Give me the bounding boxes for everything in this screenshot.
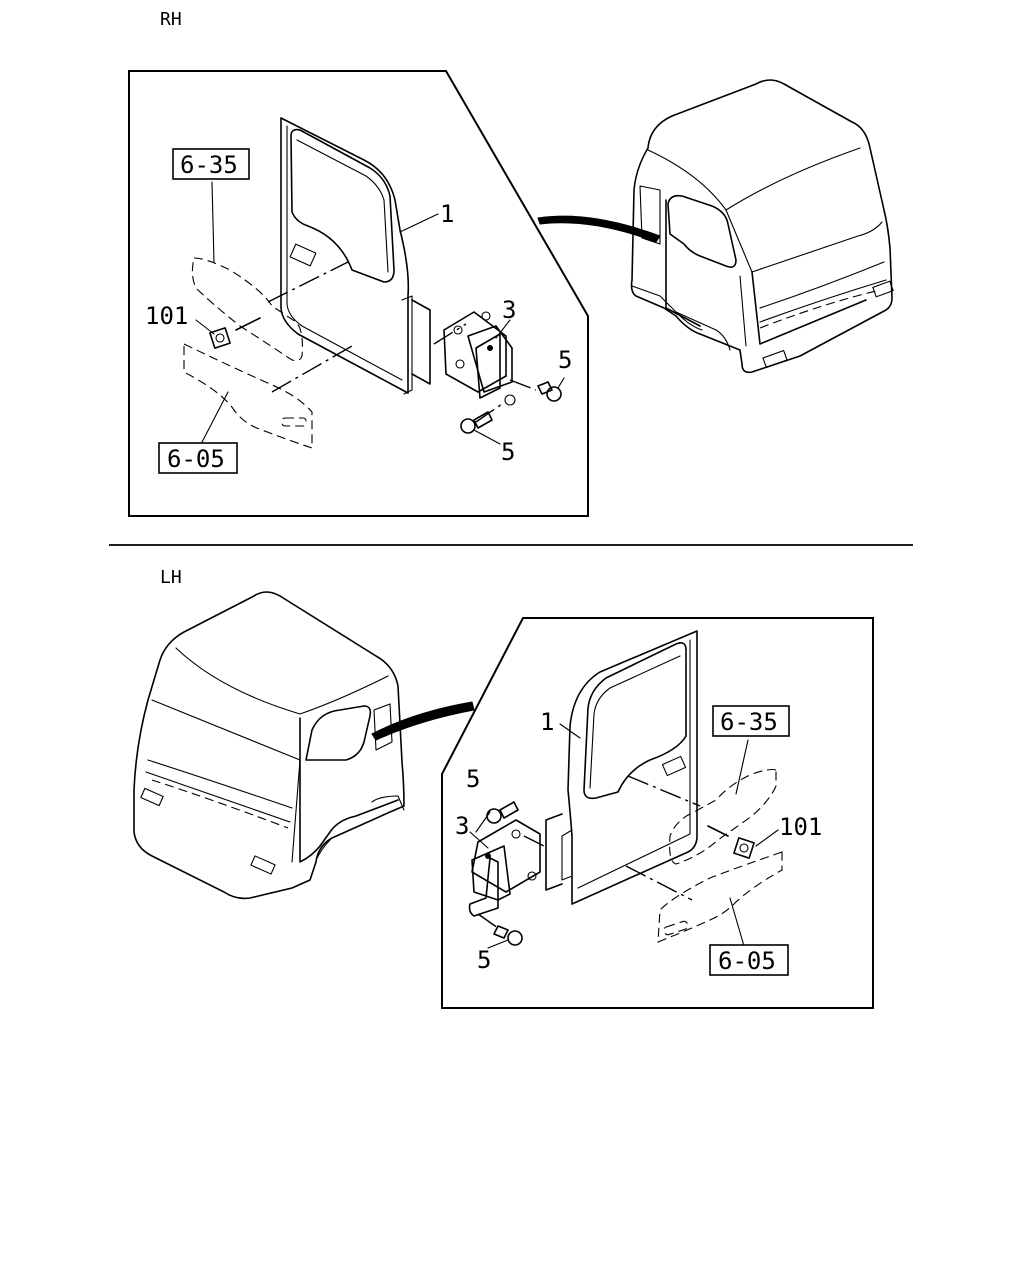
rh-callout-door: 1 [440, 200, 454, 228]
lh-arrow [371, 701, 475, 741]
lh-ref-box-upper: 6-35 [712, 705, 790, 737]
rh-ref-lower-label: 6-05 [167, 445, 225, 473]
rh-callout-clip: 101 [145, 302, 188, 330]
lh-callout-hinge: 3 [455, 812, 469, 840]
lh-ref-box-lower: 6-05 [709, 944, 789, 976]
lh-section: LH [133, 567, 874, 1009]
lh-bolt-lower [493, 925, 523, 946]
lh-ref-upper-label: 6-35 [720, 708, 778, 736]
rh-callout-bolt-upper: 5 [558, 346, 572, 374]
rh-ref-box-upper: 6-35 [172, 148, 250, 180]
rh-ref-box-lower: 6-05 [158, 442, 238, 474]
lh-trim-lower [657, 851, 783, 943]
lh-hinge [468, 819, 541, 917]
rh-callout-hinge: 3 [502, 296, 516, 324]
rh-trim-lower-slot [281, 417, 307, 427]
rh-bolt-upper [537, 381, 562, 402]
rh-arrow [537, 215, 661, 243]
rh-truck-cab [630, 79, 894, 374]
rh-trim-upper [191, 257, 303, 362]
rh-section-title: RH [160, 9, 182, 30]
rh-bolt-lower [460, 394, 516, 434]
lh-callout-bolt-upper: 5 [466, 765, 480, 793]
rh-hinge [443, 311, 513, 399]
rh-section: RH [128, 9, 894, 517]
rh-callout-bolt-lower: 5 [501, 438, 515, 466]
lh-truck-cab [133, 591, 405, 900]
lh-trim-lower-slot [663, 920, 689, 936]
lh-ref-lower-label: 6-05 [718, 947, 776, 975]
lh-door-panel [545, 630, 698, 905]
rh-trim-lower [183, 343, 313, 449]
lh-callout-door: 1 [540, 708, 554, 736]
rh-detail-frame [128, 70, 589, 517]
rh-clip [209, 317, 261, 349]
lh-clip [707, 825, 755, 859]
rh-door-panel [280, 117, 431, 395]
lh-callout-clip: 101 [779, 813, 822, 841]
rh-ref-upper-label: 6-35 [180, 151, 238, 179]
lh-callout-bolt-lower: 5 [477, 946, 491, 974]
lh-section-title: LH [160, 567, 182, 588]
lh-trim-upper [669, 768, 777, 865]
